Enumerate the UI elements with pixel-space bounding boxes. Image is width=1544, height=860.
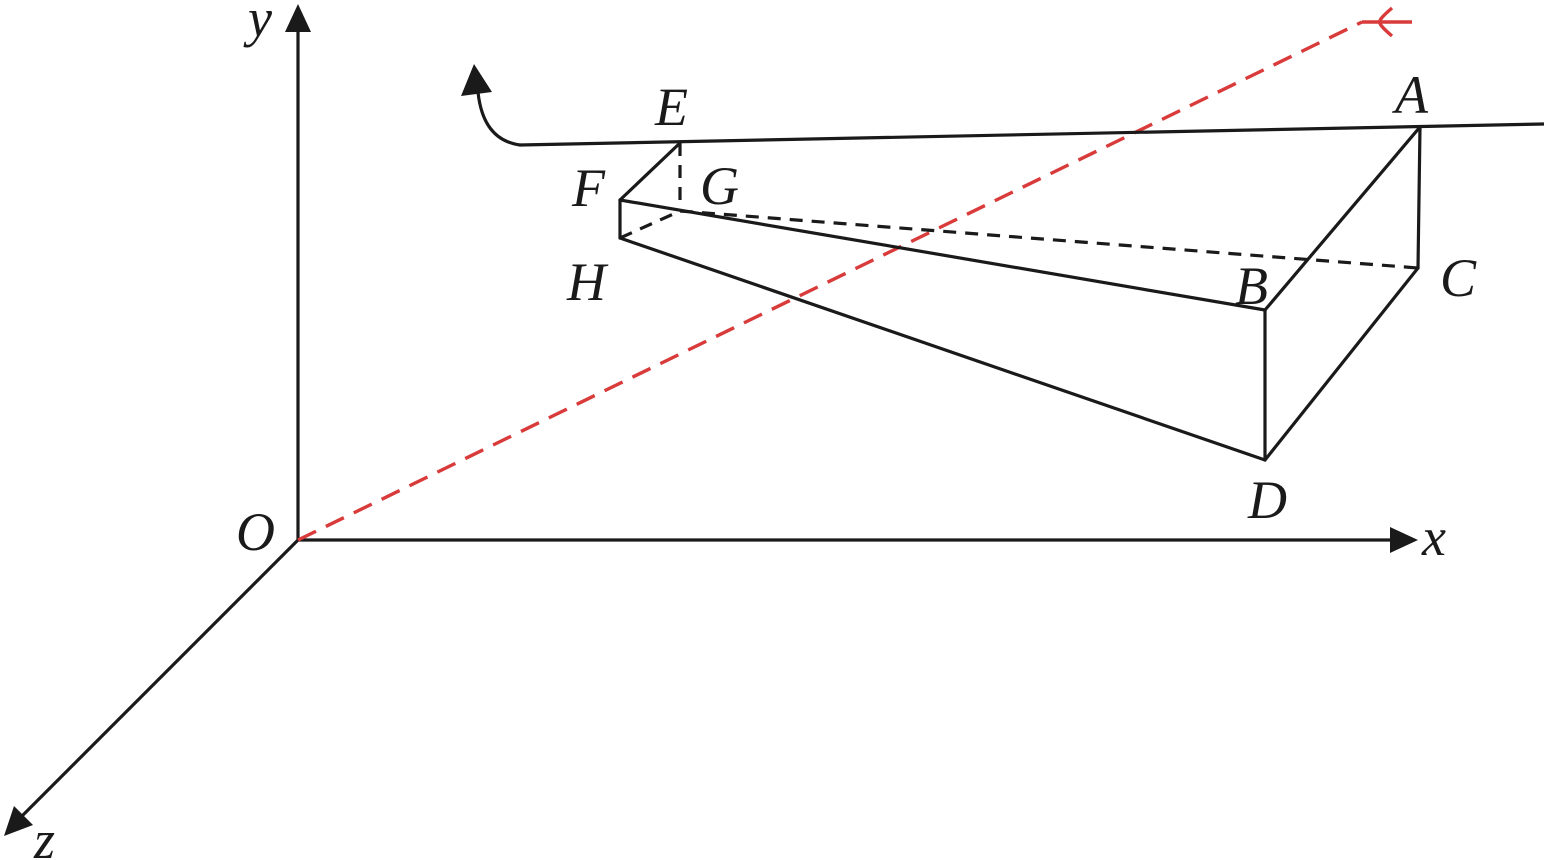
label-A: A (1392, 65, 1429, 125)
label-E: E (654, 77, 688, 137)
label-G: G (700, 156, 739, 216)
edge-F-B (618, 198, 1267, 312)
top-line (461, 64, 1544, 147)
wedge-solid-edges (618, 125, 1422, 462)
ray-dashed-line (297, 20, 1363, 542)
z-axis-line (18, 538, 300, 820)
label-C: C (1440, 248, 1477, 308)
label-origin: O (236, 502, 275, 562)
axes (4, 4, 1418, 836)
labels: y x z O A B C D E F G H (33, 0, 1477, 860)
z-axis-arrow-icon (4, 806, 33, 836)
label-D: D (1247, 470, 1287, 530)
label-H: H (566, 252, 609, 312)
rotation-arrow-icon (461, 64, 492, 96)
label-z-axis: z (33, 810, 55, 860)
label-x-axis: x (1421, 507, 1446, 567)
rotation-curve (476, 90, 522, 147)
edge-H-G (619, 209, 681, 240)
y-axis-arrow-icon (285, 4, 311, 32)
label-y-axis: y (243, 0, 272, 48)
label-F: F (571, 158, 606, 218)
wedge-hidden-edges (619, 143, 1419, 270)
label-B: B (1235, 256, 1268, 316)
ray-tail-arrow-icon (1378, 6, 1394, 38)
line-through-E-A (518, 122, 1544, 147)
edge-A-B (1263, 125, 1422, 312)
light-ray (297, 6, 1412, 542)
edge-G-C (679, 209, 1419, 270)
edge-E-F (618, 141, 682, 202)
edge-A-C (1416, 125, 1422, 270)
x-axis-arrow-icon (1390, 527, 1418, 553)
edge-C-D (1263, 266, 1420, 462)
edge-H-D (618, 236, 1267, 462)
